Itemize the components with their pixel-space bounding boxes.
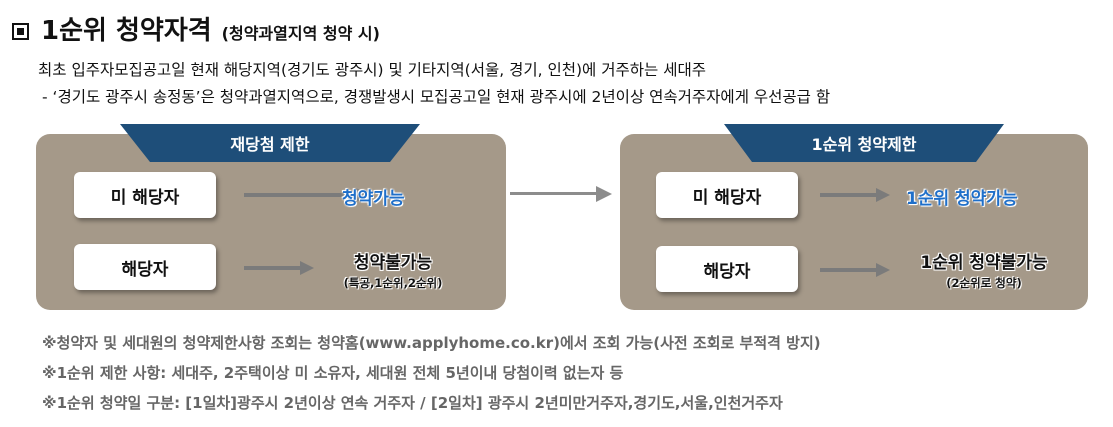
applicable-box: 해당자 [74, 244, 216, 290]
not-applicable-box: 미 해당자 [74, 172, 216, 218]
result-note: (2순위로 청약) [946, 276, 1022, 290]
panel-tab-rewin-restriction: 재당첨 제한 [120, 124, 420, 162]
result-note: (특공,1순위,2순위) [343, 276, 443, 290]
description-line-1: 최초 입주자모집공고일 현재 해당지역(경기도 광주시) 및 기타지역(서울, … [38, 61, 706, 79]
arrow-icon [820, 188, 890, 202]
result-main: 1순위 청약불가능 [920, 253, 1048, 273]
result-main: 청약불가능 [353, 253, 433, 273]
section-title: 1순위 청약자격 (청약과열지역 청약 시) [12, 10, 380, 47]
arrow-icon [820, 263, 890, 277]
rewin-restriction-panel: 재당첨 제한 미 해당자 청약가능 해당자 청약불가능 (특공,1순위,2순위) [36, 124, 506, 310]
first-rank-restriction-panel: 1순위 청약제한 미 해당자 1순위 청약가능 해당자 1순위 청약불가능 (2… [620, 124, 1088, 310]
result-subscription-impossible: 청약불가능 (특공,1순위,2순위) [328, 248, 458, 291]
applicable-box: 해당자 [656, 246, 798, 292]
result-first-rank-impossible: 1순위 청약불가능 (2순위로 청약) [894, 248, 1074, 291]
note-line-2: ※1순위 제한 사항: 세대주, 2주택이상 미 소유자, 세대원 전체 5년이… [42, 364, 624, 382]
result-subscription-possible: 청약가능 [342, 189, 405, 209]
title-main: 1순위 청약자격 [41, 16, 212, 46]
arrow-icon [244, 188, 370, 202]
not-applicable-box: 미 해당자 [656, 172, 798, 218]
description-line-2: - ‘경기도 광주시 송정동’은 청약과열지역으로, 경쟁발생시 모집공고일 현… [42, 88, 831, 106]
title-sub: (청약과열지역 청약 시) [221, 24, 380, 43]
panel-tab-first-rank-restriction: 1순위 청약제한 [724, 124, 1004, 162]
arrow-icon [244, 261, 314, 275]
square-bullet-icon [12, 23, 29, 40]
note-line-3: ※1순위 청약일 구분: [1일차]광주시 2년이상 연속 거주자 / [2일차… [42, 394, 783, 412]
result-first-rank-possible: 1순위 청약가능 [906, 189, 1018, 209]
note-line-1: ※청약자 및 세대원의 청약제한사항 조회는 청약홈(www.applyhome… [42, 334, 821, 352]
